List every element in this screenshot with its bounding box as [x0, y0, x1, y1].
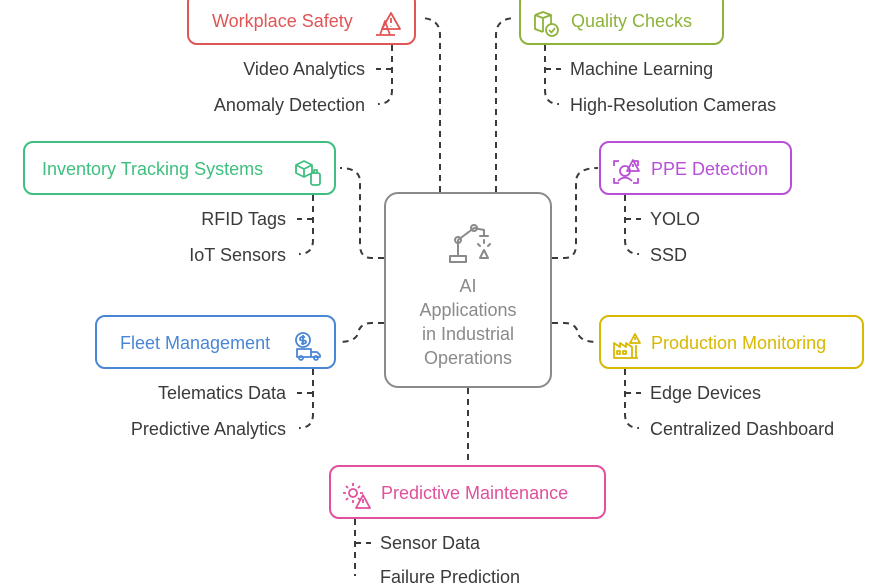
leaf-link-inv: [297, 195, 314, 255]
leaf-edge-devices: Edge Devices: [650, 383, 762, 403]
category-workplace-safety[interactable]: Workplace Safety: [187, 0, 416, 45]
category-production-monitoring[interactable]: Production Monitoring: [599, 315, 864, 369]
connector-inventory: [339, 167, 384, 259]
factory-alert-icon: [613, 333, 641, 359]
leaf-video-analytics: Video Analytics: [243, 59, 365, 79]
leaf-yolo: YOLO: [650, 209, 701, 229]
category-label: PPE Detection: [651, 159, 769, 179]
category-label: Production Monitoring: [651, 333, 827, 353]
category-quality-checks[interactable]: Quality Checks: [519, 0, 724, 45]
warning-cone-icon: [376, 12, 401, 36]
face-scan-icon: [613, 159, 640, 184]
connector-ppe: [552, 167, 599, 259]
leaf-machine-learning: Machine Learning: [570, 59, 714, 79]
connector-quality-checks: [495, 17, 517, 192]
leaf-sensor-data: Sensor Data: [380, 533, 481, 553]
box-check-icon: [534, 11, 559, 37]
center-node: AI Applications in Industrial Operations: [384, 192, 552, 388]
leaf-link-fleet: [297, 369, 314, 429]
leaf-high-resolution-cameras: High-Resolution Cameras: [570, 95, 777, 115]
category-inventory-tracking[interactable]: Inventory Tracking Systems: [23, 141, 336, 195]
leaf-link-pm: [354, 519, 371, 576]
category-label: Workplace Safety: [212, 11, 353, 31]
connector-layer: [297, 17, 641, 576]
leaf-link-ws: [376, 45, 393, 105]
leaf-anomaly-detection: Anomaly Detection: [213, 95, 365, 115]
category-label: Inventory Tracking Systems: [42, 159, 264, 179]
leaf-telematics-data: Telematics Data: [157, 383, 286, 403]
leaf-iot-sensors: IoT Sensors: [189, 245, 286, 265]
leaf-link-ppe: [624, 195, 641, 255]
center-title: AI Applications in Industrial Operations: [419, 276, 517, 368]
connector-workplace-safety: [419, 17, 441, 192]
leaf-predictive-analytics: Predictive Analytics: [130, 419, 286, 439]
category-predictive-maintenance[interactable]: Predictive Maintenance: [329, 465, 606, 519]
leaf-ssd: SSD: [650, 245, 688, 265]
category-label: Quality Checks: [571, 11, 693, 31]
connector-production: [552, 322, 599, 343]
category-ppe-detection[interactable]: PPE Detection: [599, 141, 792, 195]
leaf-rfid-tags: RFID Tags: [201, 209, 286, 229]
category-label: Fleet Management: [120, 333, 271, 353]
truck-dollar-icon: [295, 332, 321, 361]
category-fleet-management[interactable]: Fleet Management: [95, 315, 336, 369]
robot-arm-icon: [449, 224, 491, 263]
gear-warning-icon: [343, 483, 371, 509]
leaf-link-prod: [624, 369, 641, 429]
leaf-failure-prediction: Failure Prediction: [380, 567, 521, 587]
category-label: Predictive Maintenance: [381, 483, 569, 503]
leaf-link-qc: [544, 45, 561, 105]
connector-fleet: [337, 322, 384, 343]
leaf-centralized-dashboard: Centralized Dashboard: [650, 419, 835, 439]
package-tag-icon: [295, 160, 321, 186]
